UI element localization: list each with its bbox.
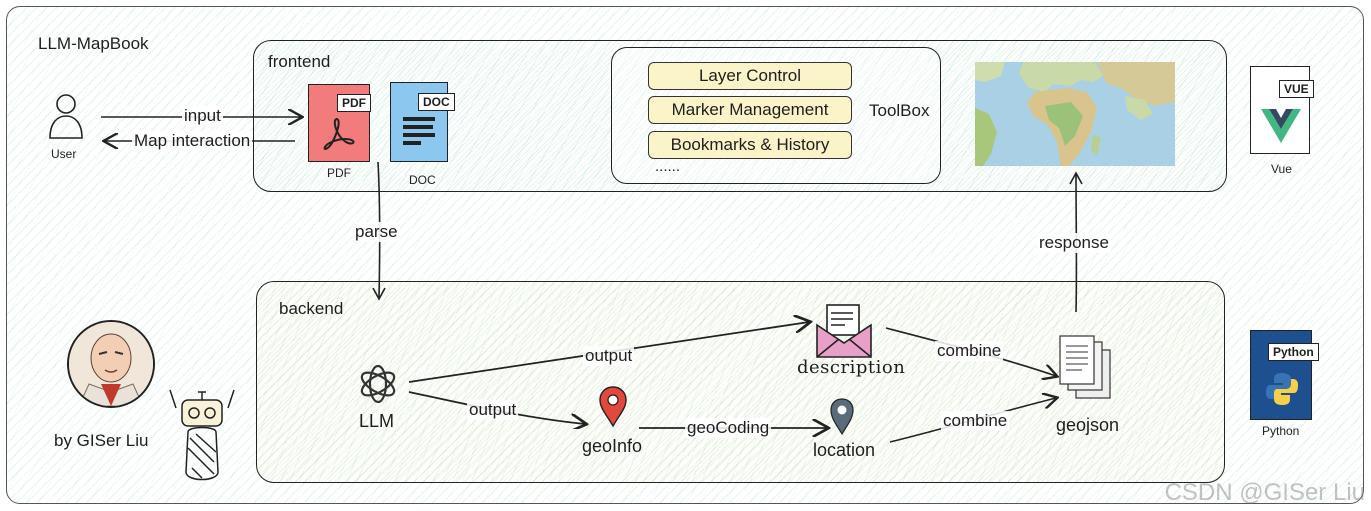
frontend-label: frontend bbox=[268, 52, 331, 71]
input-label: input bbox=[182, 106, 223, 126]
geoinfo-pin-icon bbox=[599, 386, 627, 428]
doc-tag: DOC bbox=[418, 93, 455, 111]
pdf-tag: PDF bbox=[337, 94, 371, 112]
location-pin-icon bbox=[830, 398, 854, 436]
llm-openai-icon bbox=[360, 364, 396, 404]
geoinfo-label: geoInfo bbox=[582, 436, 643, 456]
backend-label: backend bbox=[279, 299, 344, 318]
tool-layer-control: Layer Control bbox=[648, 62, 852, 90]
description-envelope-icon bbox=[816, 304, 872, 358]
tools-more: ...... bbox=[655, 158, 681, 175]
doc-caption: DOC bbox=[409, 173, 436, 187]
watermark: CSDN @GISer Liu bbox=[1164, 479, 1365, 506]
geojson-label: geojson bbox=[1056, 415, 1120, 435]
vue-tag: VUE bbox=[1279, 80, 1314, 98]
python-caption: Python bbox=[1262, 424, 1300, 438]
vue-logo-icon bbox=[1261, 109, 1301, 143]
user-label: User bbox=[51, 147, 77, 161]
llm-label: LLM bbox=[359, 411, 395, 431]
pdf-caption: PDF bbox=[327, 166, 351, 180]
robot-doodle-icon bbox=[169, 389, 235, 481]
parse-label: parse bbox=[353, 222, 400, 242]
python-tag: Python bbox=[1268, 343, 1319, 361]
diagram-title: LLM-MapBook bbox=[38, 34, 149, 53]
author-label: by GISer Liu bbox=[54, 431, 149, 450]
tool-bookmarks-history: Bookmarks & History bbox=[648, 131, 852, 159]
map-interaction-label: Map interaction bbox=[132, 131, 253, 151]
output-label-2: output bbox=[467, 400, 519, 420]
output-label-1: output bbox=[583, 346, 635, 366]
vue-caption: Vue bbox=[1271, 162, 1292, 176]
geocoding-label: geoCoding bbox=[685, 418, 772, 438]
pdf-icon bbox=[323, 117, 355, 150]
toolbox-label: ToolBox bbox=[869, 101, 930, 120]
location-label: location bbox=[813, 440, 876, 460]
world-map-icon bbox=[975, 62, 1175, 166]
user-icon bbox=[49, 94, 83, 139]
combine-label-1: combine bbox=[935, 341, 1004, 361]
avatar-face-icon bbox=[69, 322, 153, 406]
author-avatar bbox=[67, 320, 155, 408]
python-logo-icon bbox=[1266, 373, 1298, 405]
response-label: response bbox=[1037, 233, 1111, 253]
combine-label-2: combine bbox=[941, 411, 1010, 431]
tool-marker-management: Marker Management bbox=[648, 96, 852, 124]
geojson-files-icon bbox=[1059, 335, 1111, 399]
description-label: description bbox=[797, 357, 906, 378]
doc-lines-icon bbox=[403, 117, 435, 145]
map-preview bbox=[975, 62, 1175, 166]
